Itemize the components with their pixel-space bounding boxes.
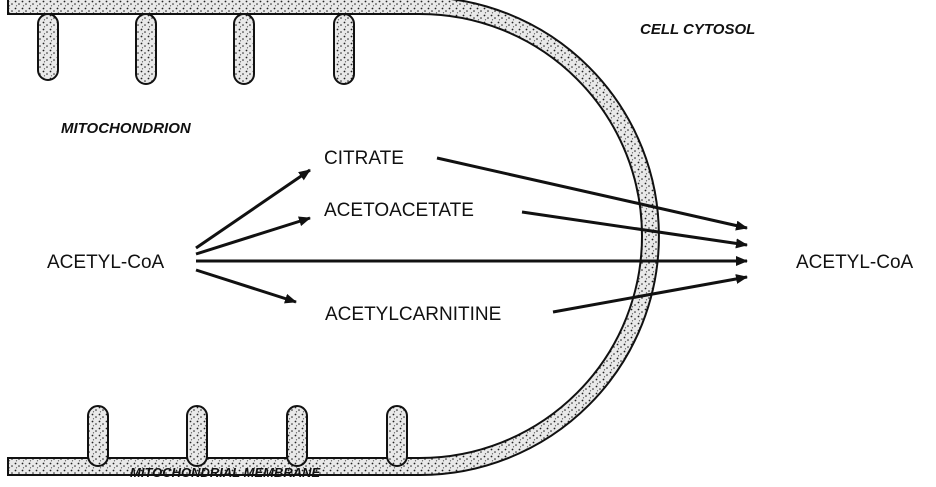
mitochondrial-membrane-label: MITOCHONDRIAL MEMBRANE <box>130 465 321 480</box>
citrate-label: CITRATE <box>324 148 404 169</box>
acetylcarnitine-label: ACETYLCARNITINE <box>325 304 501 325</box>
arrow-to-acetylcarnitine <box>196 270 296 302</box>
crista <box>387 406 407 466</box>
crista <box>334 14 354 84</box>
cell-cytosol-label: CELL CYTOSOL <box>640 21 755 38</box>
target-acetyl-coa-label: ACETYL-CoA <box>796 252 914 273</box>
crista <box>287 406 307 466</box>
arrow-acetoacetate-out <box>522 212 747 245</box>
source-acetyl-coa-label: ACETYL-CoA <box>47 252 165 273</box>
cristae-top <box>38 14 354 84</box>
crista <box>88 406 108 466</box>
arrow-citrate-out <box>437 158 747 228</box>
crista <box>234 14 254 84</box>
crista <box>136 14 156 84</box>
acetoacetate-label: ACETOACETATE <box>324 200 474 221</box>
crista <box>38 14 58 80</box>
mitochondrion-label: MITOCHONDRION <box>61 120 192 137</box>
crista <box>187 406 207 466</box>
